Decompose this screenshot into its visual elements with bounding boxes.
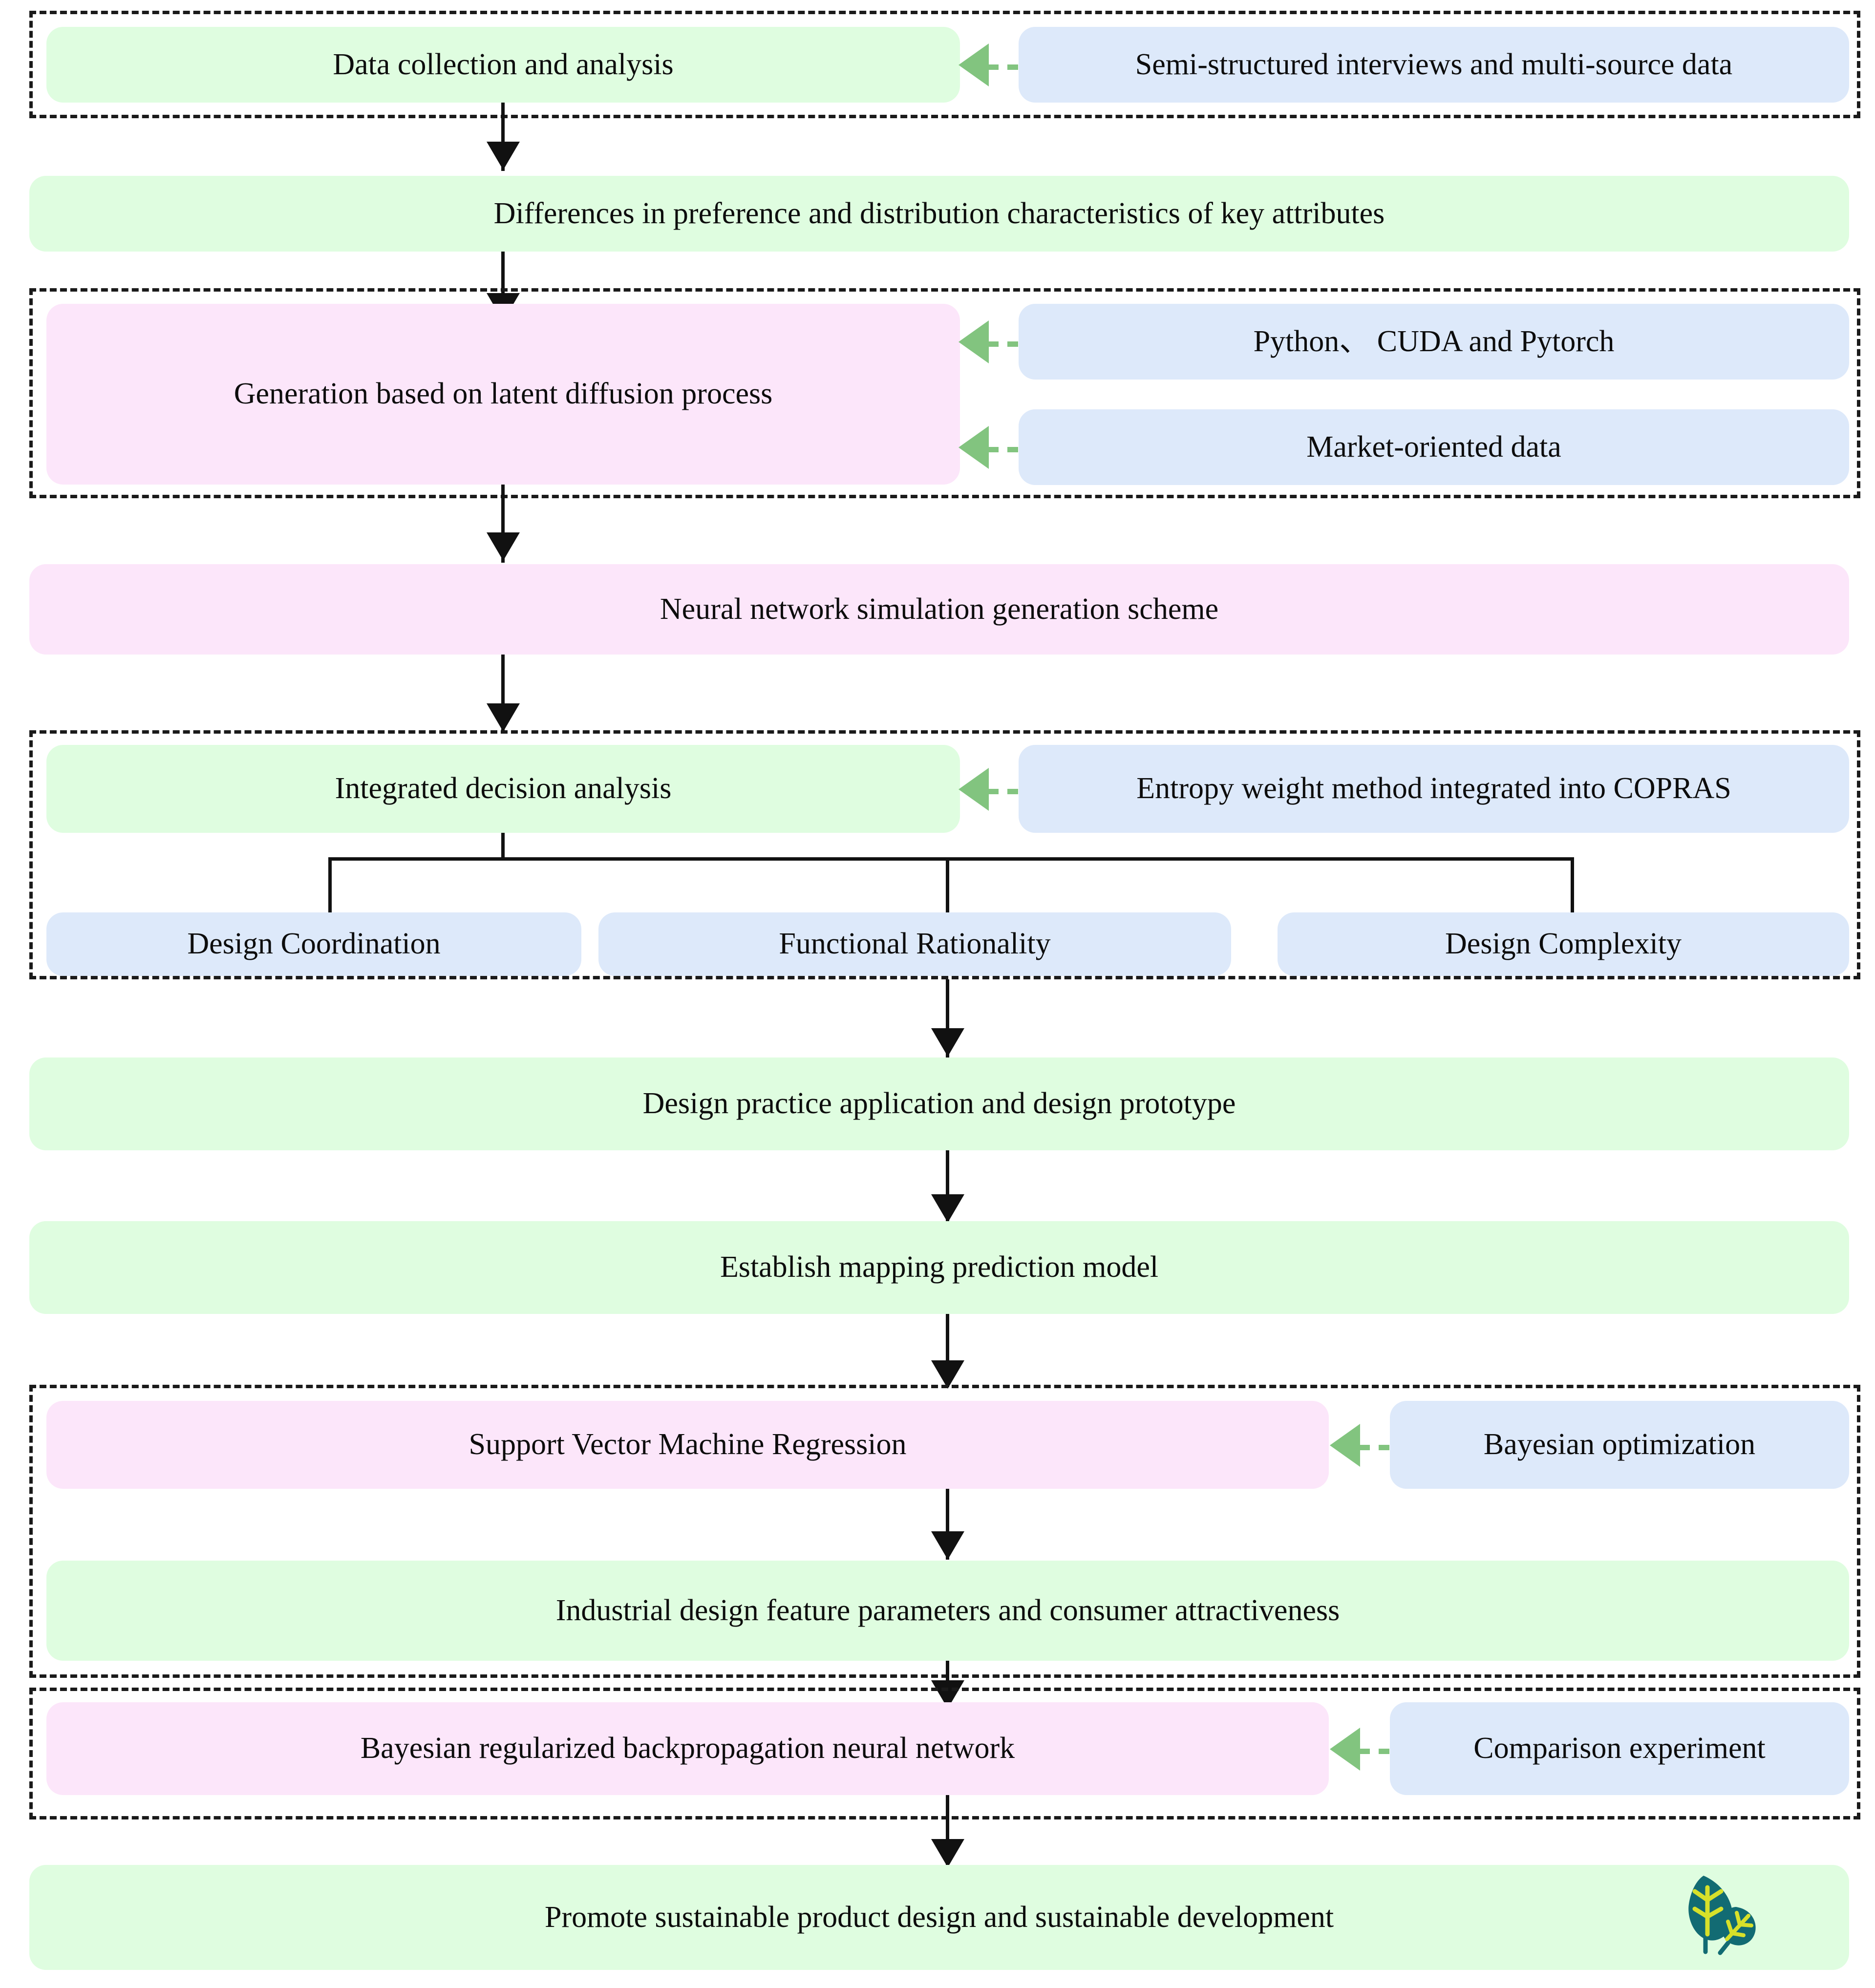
connector-arrowhead-10	[931, 1839, 964, 1867]
connector-line-2	[501, 252, 505, 322]
node-industrial-design-feature-parameters-label: Industrial design feature parameters and…	[555, 1593, 1340, 1627]
node-design-coordination-label: Design Coordination	[187, 927, 441, 961]
connector-arrowhead-3	[487, 532, 520, 561]
node-market-oriented-data-label: Market-oriented data	[1306, 430, 1561, 464]
node-design-complexity-label: Design Complexity	[1445, 927, 1682, 961]
connector-line-10	[946, 1795, 949, 1868]
dashed-arrow-line-1	[988, 64, 1018, 70]
node-bayesian-optimization[interactable]: Bayesian optimization	[1390, 1401, 1849, 1489]
dashed-arrow-head-1	[959, 43, 989, 86]
node-neural-network-simulation-label: Neural network simulation generation sch…	[660, 592, 1219, 626]
node-design-complexity[interactable]: Design Complexity	[1278, 912, 1849, 976]
node-entropy-weight-copras-label: Entropy weight method integrated into CO…	[1136, 772, 1731, 805]
dashed-arrow-line-2	[988, 341, 1018, 347]
connector-arrowhead-4	[487, 703, 520, 732]
node-establish-mapping-prediction[interactable]: Establish mapping prediction model	[29, 1221, 1849, 1314]
node-design-practice-application-label: Design practice application and design p…	[642, 1087, 1236, 1121]
dashed-arrow-head-4	[959, 768, 989, 811]
node-bayesian-regularized-bp-label: Bayesian regularized backpropagation neu…	[360, 1732, 1015, 1765]
node-data-collection[interactable]: Data collection and analysis	[46, 27, 960, 103]
node-integrated-decision-analysis-label: Integrated decision analysis	[335, 772, 672, 805]
connector-line-7	[946, 1314, 949, 1387]
node-support-vector-machine-regression[interactable]: Support Vector Machine Regression	[46, 1401, 1329, 1489]
node-comparison-experiment[interactable]: Comparison experiment	[1390, 1702, 1849, 1795]
node-data-collection-label: Data collection and analysis	[333, 47, 674, 81]
node-design-coordination[interactable]: Design Coordination	[46, 912, 581, 976]
tree-drop-left	[328, 857, 332, 916]
node-semi-structured-interviews[interactable]: Semi-structured interviews and multi-sou…	[1019, 27, 1849, 103]
node-semi-structured-interviews-label: Semi-structured interviews and multi-sou…	[1135, 47, 1733, 81]
tree-stem	[501, 833, 505, 860]
node-promote-sustainable-development-label: Promote sustainable product design and s…	[544, 1900, 1334, 1934]
leaf-icon	[1673, 1870, 1761, 1955]
node-python-cuda-pytorch-label: Python、 CUDA and Pytorch	[1253, 324, 1615, 358]
tree-drop-right	[1571, 857, 1574, 916]
node-generation-latent-diffusion[interactable]: Generation based on latent diffusion pro…	[46, 304, 960, 485]
connector-line-8	[946, 1489, 949, 1560]
node-generation-latent-diffusion-label: Generation based on latent diffusion pro…	[234, 377, 773, 411]
dashed-arrow-line-5	[1359, 1445, 1389, 1450]
dashed-arrow-line-3	[988, 447, 1018, 452]
connector-arrowhead-1	[487, 142, 520, 170]
dashed-arrow-head-6	[1330, 1728, 1360, 1771]
connector-line-1	[501, 103, 505, 171]
dashed-arrow-line-6	[1359, 1749, 1389, 1754]
node-entropy-weight-copras[interactable]: Entropy weight method integrated into CO…	[1019, 745, 1849, 833]
dashed-arrow-head-2	[959, 320, 989, 363]
connector-line-5	[946, 979, 949, 1057]
node-integrated-decision-analysis[interactable]: Integrated decision analysis	[46, 745, 960, 833]
tree-drop-center	[946, 857, 949, 916]
node-functional-rationality-label: Functional Rationality	[779, 927, 1051, 961]
node-python-cuda-pytorch[interactable]: Python、 CUDA and Pytorch	[1019, 304, 1849, 380]
connector-arrowhead-7	[931, 1360, 964, 1389]
node-comparison-experiment-label: Comparison experiment	[1473, 1732, 1766, 1765]
node-bayesian-regularized-bp[interactable]: Bayesian regularized backpropagation neu…	[46, 1702, 1329, 1795]
node-market-oriented-data[interactable]: Market-oriented data	[1019, 409, 1849, 485]
connector-arrowhead-6	[931, 1194, 964, 1223]
dashed-arrow-line-4	[988, 789, 1018, 794]
dashed-arrow-head-5	[1330, 1424, 1360, 1467]
connector-line-4	[501, 655, 505, 733]
node-differences-preference-label: Differences in preference and distributi…	[493, 196, 1385, 230]
node-promote-sustainable-development[interactable]: Promote sustainable product design and s…	[29, 1865, 1849, 1970]
connector-arrowhead-5	[931, 1028, 964, 1057]
node-design-practice-application[interactable]: Design practice application and design p…	[29, 1057, 1849, 1150]
node-industrial-design-feature-parameters[interactable]: Industrial design feature parameters and…	[46, 1561, 1849, 1661]
node-bayesian-optimization-label: Bayesian optimization	[1483, 1428, 1756, 1461]
tree-bus	[328, 857, 1574, 861]
node-functional-rationality[interactable]: Functional Rationality	[598, 912, 1231, 976]
connector-arrowhead-8	[931, 1531, 964, 1560]
connector-line-3	[501, 485, 505, 563]
connector-line-6	[946, 1150, 949, 1224]
node-differences-preference[interactable]: Differences in preference and distributi…	[29, 176, 1849, 252]
node-establish-mapping-prediction-label: Establish mapping prediction model	[720, 1250, 1159, 1284]
dashed-arrow-head-3	[959, 426, 989, 469]
node-neural-network-simulation[interactable]: Neural network simulation generation sch…	[29, 564, 1849, 655]
node-support-vector-machine-regression-label: Support Vector Machine Regression	[469, 1428, 907, 1461]
